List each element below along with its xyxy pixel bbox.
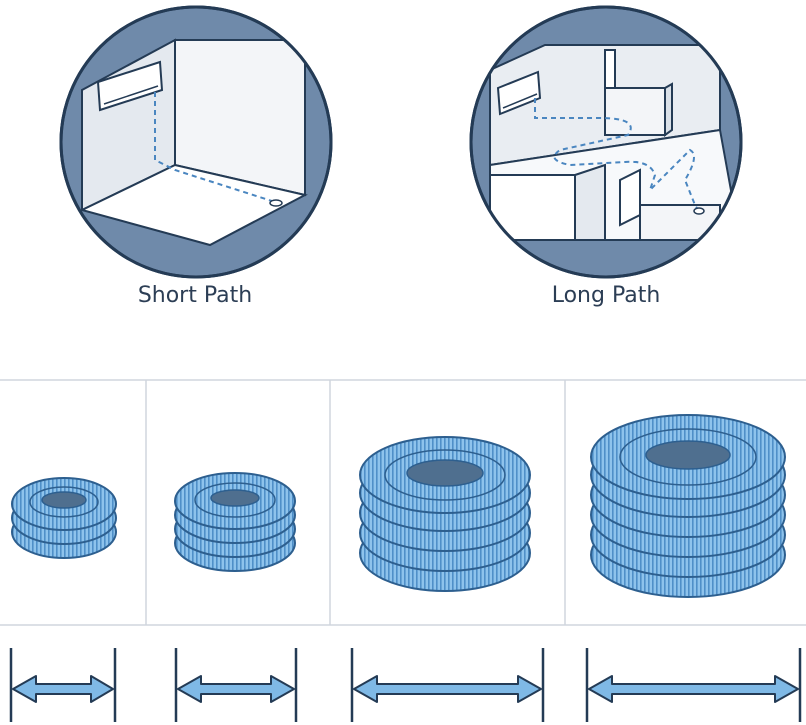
room-long-drain-path-icon [469, 5, 743, 279]
coiled-hose-large-icon [359, 436, 531, 592]
coiled-hose-medium-icon [174, 472, 296, 572]
length-arrow-short-icon [9, 648, 117, 722]
room-short-drain-path-icon [59, 5, 333, 279]
comparison-grid [0, 379, 806, 626]
long-path-label: Long Path [551, 283, 661, 308]
length-arrow-longest-icon [585, 648, 802, 722]
short-path-label: Short Path [137, 283, 253, 308]
coiled-hose-small-icon [11, 477, 117, 559]
length-arrow-long-icon [350, 648, 545, 722]
length-arrow-medium-icon [174, 648, 298, 722]
coiled-hose-extra-large-icon [590, 414, 786, 598]
